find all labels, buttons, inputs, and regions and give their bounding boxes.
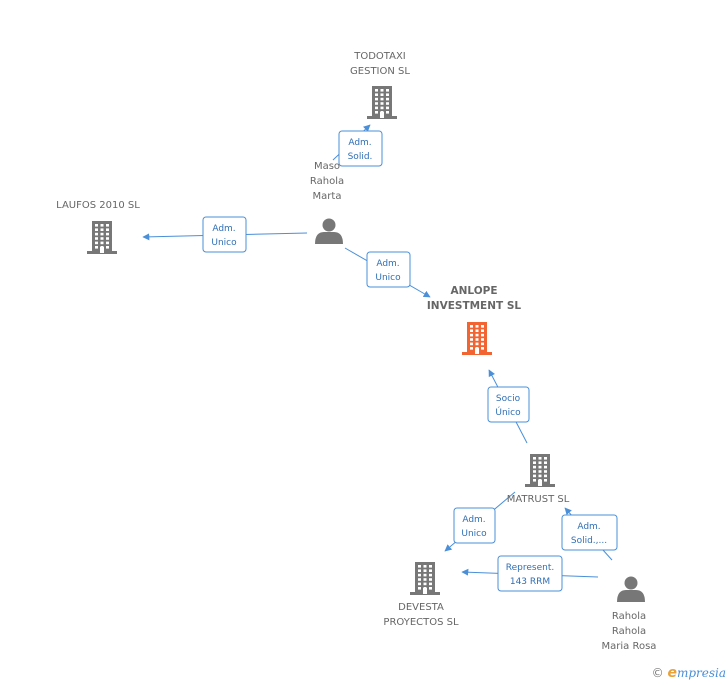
node-anlope[interactable]: ANLOPE INVESTMENT SL (427, 285, 522, 355)
node-label: LAUFOS 2010 SL (56, 200, 140, 211)
node-devesta[interactable]: DEVESTA PROYECTOS SL (383, 562, 459, 628)
edge-label-text: Represent. (506, 563, 554, 573)
node-label: Maso (314, 161, 340, 172)
edge-label-text: Solid.,... (571, 536, 607, 546)
node-todotaxi[interactable]: TODOTAXI GESTION SL (350, 51, 410, 119)
edge-label-text: Unico (375, 273, 401, 283)
edge-label-text: Adm. (348, 138, 371, 148)
node-label: ANLOPE (450, 285, 497, 297)
node-label: Rahola (310, 176, 344, 187)
edge-label-text: Socio (496, 394, 521, 404)
edge-label-box (366, 251, 411, 288)
edge-label-maso-anlope[interactable]: Adm. Unico (366, 251, 411, 288)
edge-label-box (202, 216, 247, 253)
edge-label-text: Único (495, 406, 521, 418)
edge-label-text: Adm. (212, 224, 235, 234)
edge-label-box (453, 507, 496, 544)
node-label: Maria Rosa (602, 641, 657, 652)
node-label: TODOTAXI (353, 51, 406, 62)
building-icon (525, 454, 555, 487)
node-label: Marta (313, 191, 342, 202)
building-icon (462, 322, 492, 355)
edges-layer (142, 124, 613, 578)
edge-label-text: Adm. (376, 259, 399, 269)
person-icon (617, 576, 645, 602)
node-matrust[interactable]: MATRUST SL (507, 454, 570, 505)
edge-label-text: 143 RRM (510, 577, 550, 587)
edge-label-rahola-devesta[interactable]: Represent. 143 RRM (497, 555, 563, 592)
node-label: INVESTMENT SL (427, 300, 522, 312)
edge-label-box (561, 514, 618, 551)
nodes-layer: TODOTAXI GESTION SL LAUFOS 2010 SL MasoRaho… (56, 51, 656, 652)
node-label: GESTION SL (350, 66, 410, 77)
edge-label-text: Adm. (462, 515, 485, 525)
building-icon (410, 562, 440, 595)
person-icon (315, 218, 343, 244)
node-label: Rahola (612, 611, 646, 622)
edge-label-matrust-devesta[interactable]: Adm. Unico (453, 507, 496, 544)
node-laufos[interactable]: LAUFOS 2010 SL (56, 200, 140, 254)
node-label: MATRUST SL (507, 494, 570, 505)
edge-label-text: Unico (461, 529, 487, 539)
edge-label-rahola-matrust[interactable]: Adm. Solid.,... (561, 514, 618, 551)
edge-label-text: Solid. (348, 152, 373, 162)
edge-label-maso-laufos[interactable]: Adm. Unico (202, 216, 247, 253)
edge-label-box (338, 130, 383, 167)
edge-labels-layer: Adm.Solid.Adm.UnicoAdm.UnicoSocioÚnicoAd… (202, 130, 618, 592)
edge-label-box (487, 386, 530, 423)
edge-label-text: Unico (211, 238, 237, 248)
building-icon (367, 86, 397, 119)
footer-brand[interactable]: © empresia (652, 665, 726, 681)
edge-label-box (497, 555, 563, 592)
building-icon (87, 221, 117, 254)
node-label: PROYECTOS SL (383, 617, 459, 628)
brand-initial: e (667, 665, 677, 681)
copyright-icon: © (651, 666, 664, 680)
edge-label-maso-todotaxi[interactable]: Adm. Solid. (338, 130, 383, 167)
node-label: Rahola (612, 626, 646, 637)
node-label: DEVESTA (398, 602, 444, 613)
brand-name: mpresia (676, 666, 726, 680)
edge-label-text: Adm. (577, 522, 600, 532)
